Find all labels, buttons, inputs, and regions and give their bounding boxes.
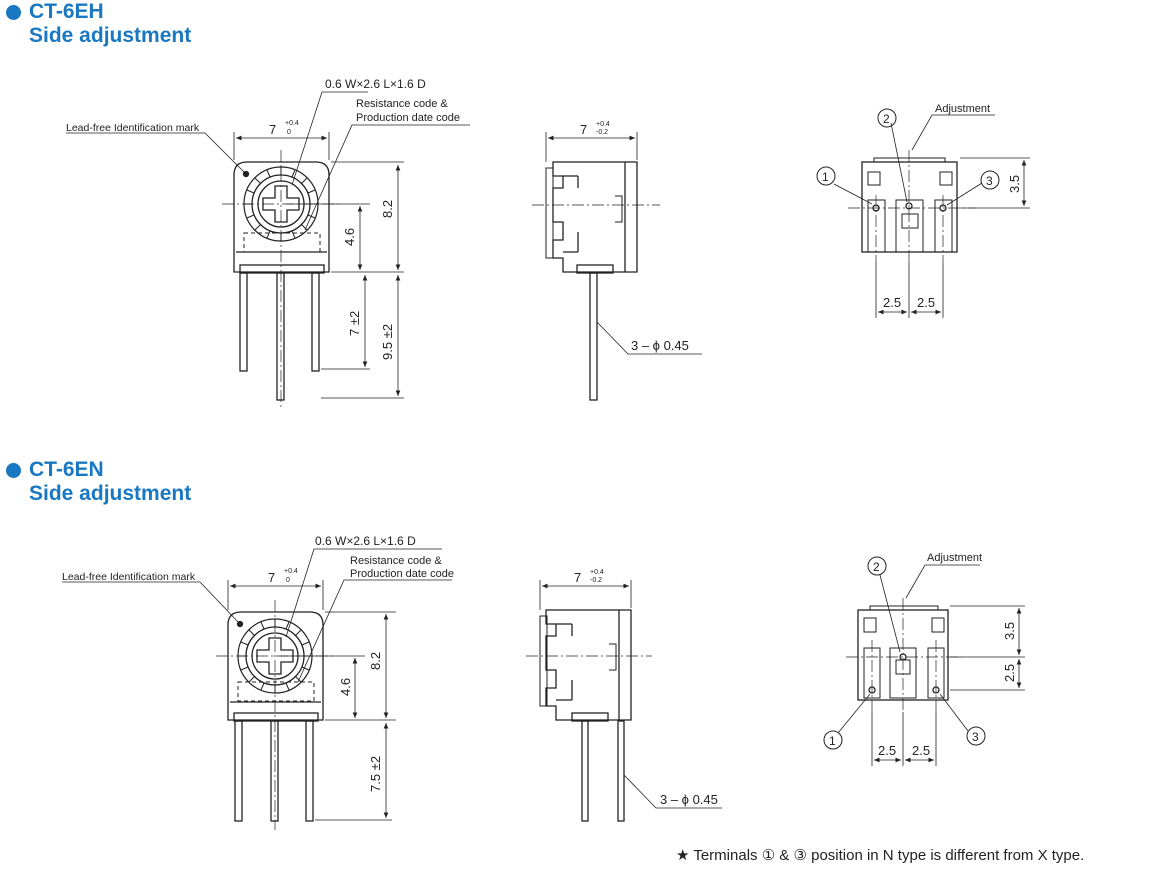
lead-diameter: 3 – ϕ 0.45	[660, 792, 718, 807]
adjustment-label: Adjustment	[935, 103, 990, 115]
side-view-ct6eh	[532, 161, 660, 401]
lead-spec-label: 0.6 W×2.6 L×1.6 D	[315, 534, 416, 548]
lead-diameter: 3 – ϕ 0.45	[631, 338, 689, 353]
pitch-2: 2.5	[917, 295, 935, 310]
footprint-ct6eh	[848, 150, 975, 262]
width-tol-up: +0.4	[284, 568, 298, 575]
terminal-1-num: 1	[822, 170, 829, 184]
side-tol-low: -0.2	[596, 129, 608, 136]
lead-free-label: Lead-free Identification mark	[66, 122, 200, 134]
width-tol-up: +0.4	[285, 120, 299, 127]
front-view-ct6eh	[222, 150, 340, 410]
labels-side-ct6en: 7 +0.4 -0.2 3 – ϕ 0.45	[574, 569, 718, 807]
pitch-1: 2.5	[883, 295, 901, 310]
bullet-icon	[6, 462, 21, 478]
dimensions-front-ct6en	[62, 548, 452, 821]
center-height-dim: 4.6	[342, 228, 357, 246]
bullet-icon	[6, 4, 21, 20]
terminal-2-num: 2	[883, 112, 890, 126]
res-code-label-2: Production date code	[350, 568, 454, 580]
side-tol-up: +0.4	[596, 121, 610, 128]
center-height-dim: 4.6	[338, 678, 353, 696]
model-subtitle: Side adjustment	[29, 482, 192, 505]
side-tol-up: +0.4	[590, 569, 604, 576]
lead-spec-label: 0.6 W×2.6 L×1.6 D	[325, 77, 426, 91]
side-tol-low: -0.2	[590, 577, 602, 584]
footprint-ct6en	[846, 598, 962, 712]
labels-footprint-ct6en: Adjustment 2 1 3 2.5 2.5 3.5 2.5	[823, 552, 1017, 758]
side-width-dim: 7	[580, 122, 587, 137]
dimensions-side-ct6eh	[545, 132, 702, 355]
res-code-label-1: Resistance code &	[350, 555, 442, 567]
labels-front-ct6eh: 0.6 W×2.6 L×1.6 D Resistance code & Prod…	[66, 77, 460, 360]
labels-front-ct6en: 0.6 W×2.6 L×1.6 D Resistance code & Prod…	[62, 534, 454, 792]
footnote: ★ Terminals ① & ③ position in N type is …	[676, 847, 1085, 864]
dimensions-footprint-ct6eh	[833, 114, 1030, 318]
width-dim: 7	[269, 122, 276, 137]
res-code-label-1: Resistance code &	[356, 98, 448, 110]
dimensions-side-ct6en	[539, 580, 722, 809]
height-dim: 8.2	[380, 200, 395, 218]
lead-length-2: 9.5 ±2	[380, 324, 395, 360]
model-subtitle: Side adjustment	[29, 24, 192, 47]
terminal-3-num: 3	[986, 174, 993, 188]
adjustment-label: Adjustment	[927, 552, 982, 564]
lead-length-1: 7.5 ±2	[368, 756, 383, 792]
model-name: CT-6EH	[29, 0, 104, 23]
offset-dim-1: 3.5	[1002, 622, 1017, 640]
section-title-ct6en: CT-6EN Side adjustment	[6, 458, 191, 506]
side-view-ct6en	[526, 609, 652, 822]
offset-dim: 3.5	[1007, 175, 1022, 193]
terminal-3-num: 3	[972, 730, 979, 744]
labels-footprint-ct6eh: Adjustment 2.5 2 1 3 2.5 2.5 3.5	[816, 103, 1022, 310]
width-tol-low: 0	[286, 577, 290, 584]
width-dim: 7	[268, 570, 275, 585]
dimensions-front-ct6eh	[66, 91, 470, 399]
pitch-2: 2.5	[912, 743, 930, 758]
width-tol-low: 0	[287, 129, 291, 136]
terminal-1-num: 1	[829, 734, 836, 748]
height-dim: 8.2	[368, 652, 383, 670]
res-code-label-2: Production date code	[356, 112, 460, 124]
labels-side-ct6eh: 7 +0.4 -0.2 3 – ϕ 0.45	[580, 121, 689, 353]
pitch-1: 2.5	[878, 743, 896, 758]
model-name: CT-6EN	[29, 458, 104, 481]
side-width-dim: 7	[574, 570, 581, 585]
front-view-ct6en	[216, 600, 334, 830]
section-title-ct6eh: CT-6EH Side adjustment	[6, 0, 191, 48]
lead-free-label: Lead-free Identification mark	[62, 571, 196, 583]
offset-dim-2: 2.5	[1002, 664, 1017, 682]
dimensions-footprint-ct6en	[837, 564, 1025, 766]
terminal-2-num: 2	[873, 560, 880, 574]
lead-length-1: 7 ±2	[347, 311, 362, 336]
